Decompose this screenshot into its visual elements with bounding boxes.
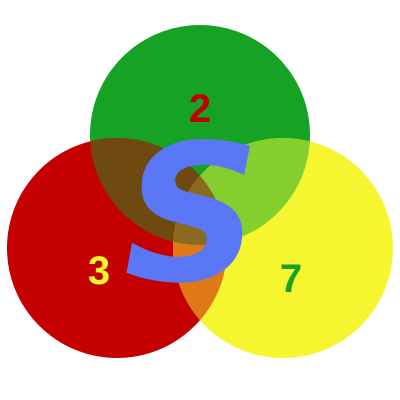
overlap-top-right bbox=[173, 138, 310, 245]
circle-left-label: 3 bbox=[88, 249, 110, 293]
circle-right-label: 7 bbox=[280, 257, 302, 301]
overlap-top-left bbox=[90, 138, 227, 245]
circle-top-label: 2 bbox=[189, 87, 211, 131]
center-s-mark: S bbox=[124, 104, 261, 325]
